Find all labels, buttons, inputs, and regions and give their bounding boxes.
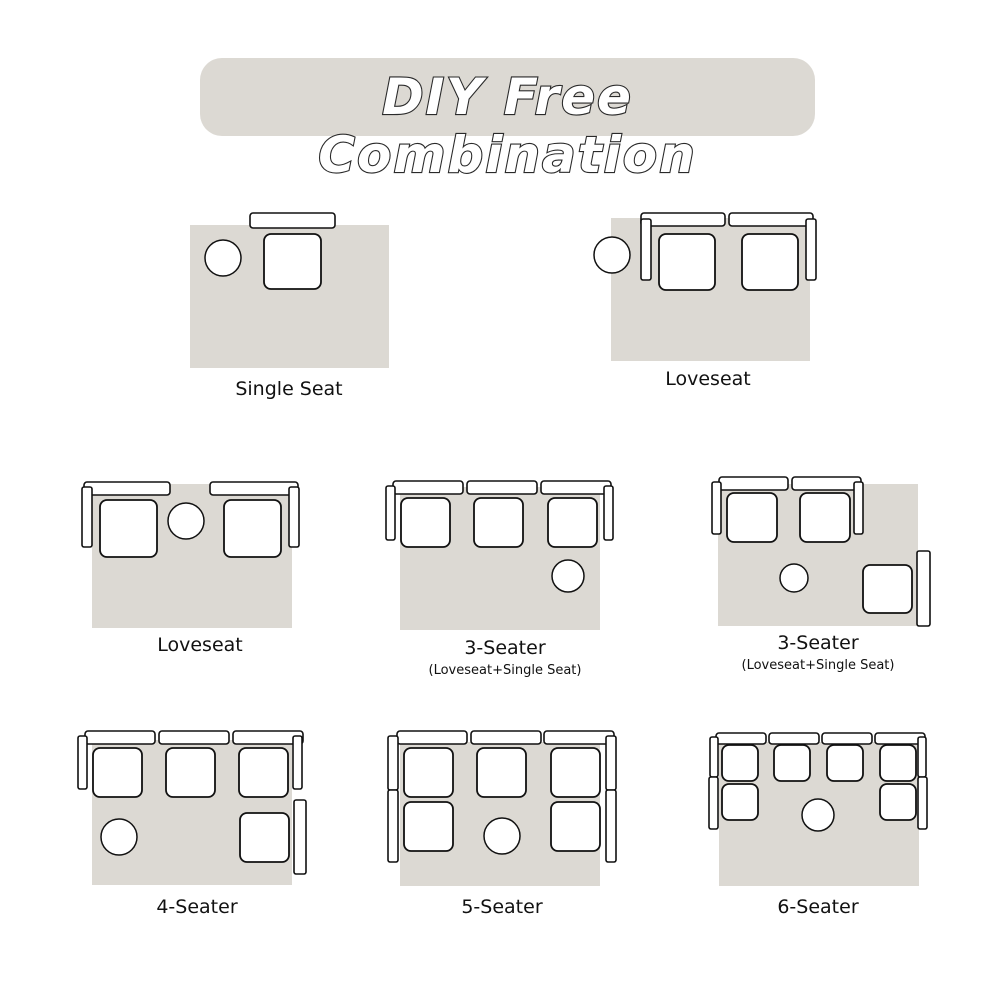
layout-label: 4-Seater xyxy=(156,896,238,918)
layout-sublabel: (Loveseat+Single Seat) xyxy=(428,663,582,678)
side-seat-cushion xyxy=(862,564,913,614)
sofa-arm xyxy=(640,218,652,281)
sofa-back xyxy=(728,212,814,227)
layout-label: Loveseat xyxy=(157,634,243,656)
round-table xyxy=(100,818,138,856)
seat-cushion xyxy=(550,801,601,852)
seat-cushion xyxy=(773,744,811,782)
sofa-back xyxy=(715,732,767,745)
seat-cushion xyxy=(99,499,158,558)
sofa-arm xyxy=(853,481,864,535)
seat-cushion xyxy=(826,744,864,782)
sofa-back xyxy=(249,212,336,229)
seat-cushion xyxy=(721,744,759,782)
seat-cushion xyxy=(165,747,216,798)
layout-label: 5-Seater xyxy=(461,896,543,918)
sofa-back xyxy=(470,730,542,745)
layout-three-seater-a xyxy=(385,480,614,630)
seat-cushion xyxy=(263,233,322,290)
sofa-arm xyxy=(292,735,303,790)
side-back xyxy=(387,789,399,863)
sofa-back xyxy=(466,480,538,495)
layout-sublabel: (Loveseat+Single Seat) xyxy=(741,658,895,673)
seat-cushion xyxy=(879,744,917,782)
layout-four-seater xyxy=(77,730,307,885)
layout-label: 3-Seater xyxy=(464,637,546,659)
seat-cushion xyxy=(403,801,454,852)
round-table xyxy=(801,798,835,832)
sofa-back xyxy=(718,476,789,491)
sofa-arm xyxy=(387,735,399,791)
round-table xyxy=(593,236,631,274)
sofa-back xyxy=(232,730,304,745)
seat-cushion xyxy=(400,497,451,548)
sofa-arm xyxy=(805,218,817,281)
sofa-back xyxy=(821,732,873,745)
side-seat-cushion xyxy=(239,812,290,863)
layout-five-seater xyxy=(387,730,617,886)
sofa-arm xyxy=(385,485,396,541)
layout-label: 6-Seater xyxy=(777,896,859,918)
seat-cushion xyxy=(550,747,601,798)
sofa-arm xyxy=(603,485,614,541)
sofa-arm xyxy=(81,486,93,548)
sofa-arm xyxy=(711,481,722,535)
round-table xyxy=(551,559,585,593)
round-table xyxy=(483,817,521,855)
round-table xyxy=(204,239,242,277)
layout-label: Loveseat xyxy=(665,368,751,390)
side-back xyxy=(708,776,719,830)
seat-cushion xyxy=(92,747,143,798)
layout-label: Single Seat xyxy=(235,378,343,400)
layout-single-seat xyxy=(190,212,389,368)
page-title: DIY Free Combination xyxy=(317,67,697,185)
seat-cushion xyxy=(879,783,917,821)
sofa-arm xyxy=(709,736,719,778)
sofa-back xyxy=(768,732,820,745)
layout-six-seater xyxy=(708,732,928,886)
seat-cushion xyxy=(223,499,282,558)
sofa-back xyxy=(791,476,862,491)
round-table xyxy=(167,502,205,540)
seat-cushion xyxy=(741,233,799,291)
layout-three-seater-b xyxy=(711,476,931,627)
sofa-back xyxy=(540,480,612,495)
seat-cushion xyxy=(658,233,716,291)
seat-cushion xyxy=(476,747,527,798)
sofa-back xyxy=(84,730,156,745)
seat-cushion xyxy=(726,492,778,543)
side-seat-back xyxy=(916,550,931,627)
sofa-back xyxy=(83,481,171,496)
sofa-back xyxy=(396,730,468,745)
layout-loveseat-split xyxy=(81,481,300,628)
sofa-back xyxy=(543,730,615,745)
sofa-back xyxy=(392,480,464,495)
title-banner: DIY Free Combination xyxy=(200,58,815,185)
sofa-back xyxy=(640,212,726,227)
layout-loveseat-top xyxy=(593,212,817,361)
seat-cushion xyxy=(799,492,851,543)
sofa-back xyxy=(158,730,230,745)
seat-cushion xyxy=(547,497,598,548)
sofa-arm xyxy=(917,736,927,778)
round-table xyxy=(779,563,809,593)
sofa-back xyxy=(209,481,299,496)
side-back xyxy=(605,789,617,863)
side-back xyxy=(917,776,928,830)
sofa-arm xyxy=(77,735,88,790)
layout-label: 3-Seater xyxy=(777,632,859,654)
side-seat-back xyxy=(293,799,307,875)
seat-cushion xyxy=(403,747,454,798)
seat-cushion xyxy=(238,747,289,798)
seat-cushion xyxy=(721,783,759,821)
seat-cushion xyxy=(473,497,524,548)
sofa-arm xyxy=(605,735,617,791)
sofa-arm xyxy=(288,486,300,548)
